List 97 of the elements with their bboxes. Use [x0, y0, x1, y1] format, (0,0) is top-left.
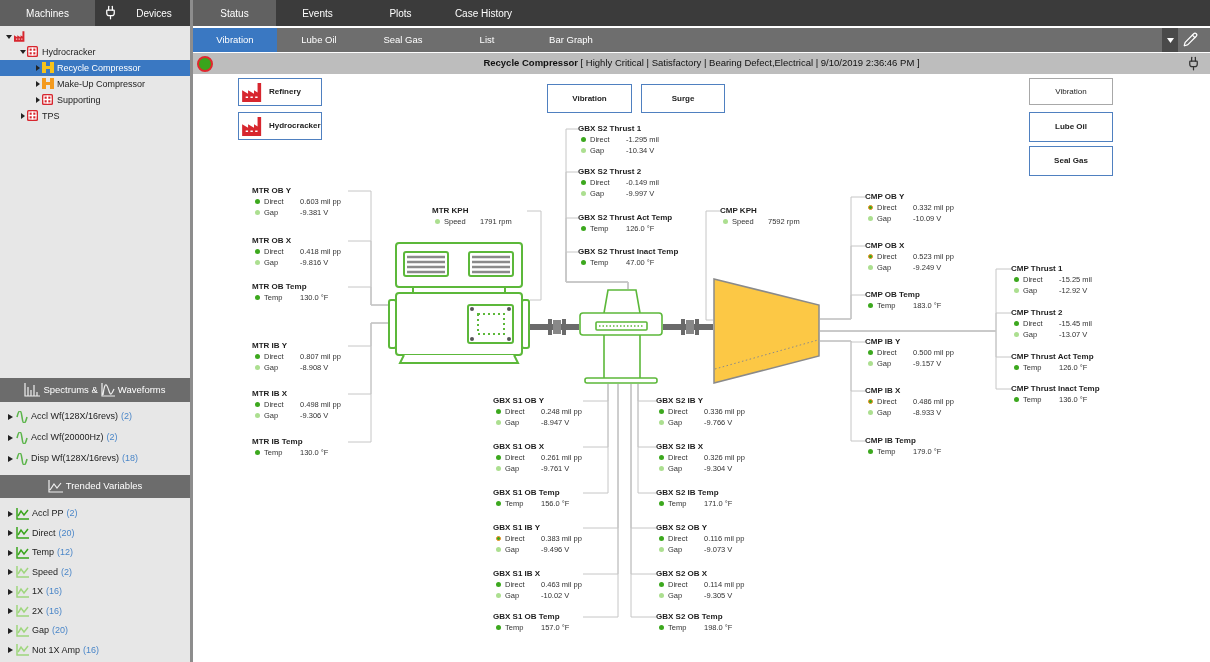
- leader-line: [819, 330, 1012, 390]
- leader-line: [705, 210, 721, 321]
- list-item: Accl Wf(128X/16revs): [31, 410, 119, 424]
- item-count: (16): [46, 585, 63, 598]
- leader-line: [637, 383, 657, 494]
- panel-title: Waveforms: [117, 382, 166, 397]
- sensor-title: GBX S2 IB Temp: [656, 488, 719, 498]
- shaft-line: [663, 324, 713, 330]
- sensor-title: GBX S2 Thrust 2: [578, 167, 642, 177]
- leader-line: [526, 210, 542, 301]
- tab: Seal Gas: [361, 28, 445, 52]
- sensor-title: CMP Thrust Act Temp: [1011, 352, 1094, 362]
- item-count: (16): [46, 604, 63, 618]
- leader-line: [819, 294, 866, 320]
- sensor-title: CMP IB X: [865, 386, 901, 396]
- sensor-title: GBX S1 OB Temp: [493, 612, 560, 622]
- sensor-title: CMP KPH: [720, 206, 757, 216]
- tab: Lube Oil: [277, 28, 361, 52]
- tree-item: TPS: [42, 110, 60, 122]
- list-item: Direct: [32, 526, 56, 540]
- sensor-title: MTR KPH: [432, 206, 469, 216]
- list-item: 1X: [32, 585, 43, 598]
- nav-button: Refinery: [238, 78, 322, 106]
- sensor-title: GBX S2 Thrust Inact Temp: [578, 247, 679, 257]
- tab: Machines: [0, 0, 95, 26]
- sensor-title: CMP OB Y: [865, 192, 905, 202]
- list-item: 2X: [32, 604, 43, 618]
- leader-line: [582, 383, 619, 618]
- machine-status-text: Recycle Compressor [ Highly Critical | Satisfactory | Bearing Defect,Electrical | 9/10/2019 2:36:46 PM ]: [483, 56, 920, 71]
- tab: Events: [276, 0, 359, 26]
- tree-item: Supporting: [57, 94, 101, 106]
- sensor-title: MTR OB Y: [252, 186, 291, 196]
- sensor-title: MTR IB Temp: [252, 437, 303, 447]
- leader-line: [582, 383, 609, 494]
- tab: Devices: [118, 0, 190, 26]
- leader-line: [819, 340, 866, 442]
- sensor-title: MTR OB X: [252, 236, 292, 246]
- item-count: (2): [121, 410, 133, 424]
- sensor-title: CMP OB Temp: [865, 290, 920, 300]
- nav-button: Lube Oil: [1029, 112, 1113, 142]
- sensor-title: CMP Thrust 2: [1011, 308, 1063, 318]
- sensor-title: GBX S1 OB Y: [493, 396, 544, 406]
- sensor-title: GBX S2 OB Temp: [656, 612, 723, 622]
- sensor-title: GBX S1 IB X: [493, 569, 541, 579]
- nav-button: Hydrocracker: [238, 112, 322, 140]
- tab: Plots: [359, 0, 442, 26]
- tab: Bar Graph: [529, 28, 613, 52]
- sensor-title: CMP Thrust 1: [1011, 264, 1063, 274]
- sensor-title: CMP OB X: [865, 241, 905, 251]
- sensor-title: CMP Thrust Inact Temp: [1011, 384, 1100, 394]
- item-count: (20): [52, 624, 69, 637]
- tree-item: Hydrocracker: [42, 46, 96, 58]
- list-item: Speed: [32, 565, 59, 579]
- sensor-title: GBX S2 Thrust 1: [578, 124, 642, 134]
- sensor-title: GBX S2 Thrust Act Temp: [578, 213, 673, 223]
- leader-line: [630, 383, 657, 618]
- shaft-line: [530, 324, 579, 330]
- sensor-title: GBX S1 OB X: [493, 442, 545, 452]
- leader-line: [565, 251, 629, 290]
- list-item: Not 1X Amp: [32, 643, 81, 657]
- leader-line: [347, 286, 389, 306]
- nav-button: Vibration: [547, 84, 632, 113]
- sensor-title: GBX S2 OB X: [656, 569, 708, 579]
- sensor-title: GBX S2 IB Y: [656, 396, 703, 406]
- sensor-title: CMP IB Temp: [865, 436, 916, 446]
- sensor-title: GBX S2 OB Y: [656, 523, 707, 533]
- leader-line: [347, 322, 389, 443]
- sensor-title: GBX S1 OB Temp: [493, 488, 560, 498]
- panel-title: Spectrums &: [43, 382, 98, 397]
- item-count: (2): [66, 507, 78, 520]
- list-item: Accl Wf(20000Hz): [31, 431, 104, 445]
- item-count: (2): [106, 431, 118, 445]
- item-count: (12): [57, 546, 74, 559]
- tree-item: Make-Up Compressor: [57, 78, 146, 90]
- item-count: (16): [83, 643, 100, 657]
- item-count: (2): [61, 565, 73, 579]
- item-count: (20): [58, 526, 75, 540]
- nav-button: Seal Gas: [1029, 146, 1113, 176]
- sensor-title: MTR IB Y: [252, 341, 287, 351]
- item-count: (18): [122, 452, 139, 466]
- nav-button: Vibration: [1029, 78, 1113, 105]
- sensor-title: MTR OB Temp: [252, 282, 307, 292]
- nav-button: Surge: [641, 84, 725, 113]
- list-item: Gap: [32, 624, 49, 637]
- list-item: Disp Wf(128X/16revs): [31, 452, 120, 466]
- sensor-title: GBX S1 IB Y: [493, 523, 540, 533]
- sensor-title: GBX S2 IB X: [656, 442, 704, 452]
- tab: Vibration: [193, 28, 277, 52]
- panel-title: Trended Variables: [65, 479, 143, 494]
- sensor-title: CMP IB Y: [865, 337, 901, 347]
- tab: Case History: [442, 0, 525, 26]
- tab: Status: [193, 0, 276, 26]
- list-item: Accl PP: [32, 507, 64, 520]
- tree-item: Recycle Compressor: [57, 62, 141, 74]
- list-item: Temp: [32, 546, 54, 559]
- tab: List: [445, 28, 529, 52]
- sensor-title: MTR IB X: [252, 389, 288, 399]
